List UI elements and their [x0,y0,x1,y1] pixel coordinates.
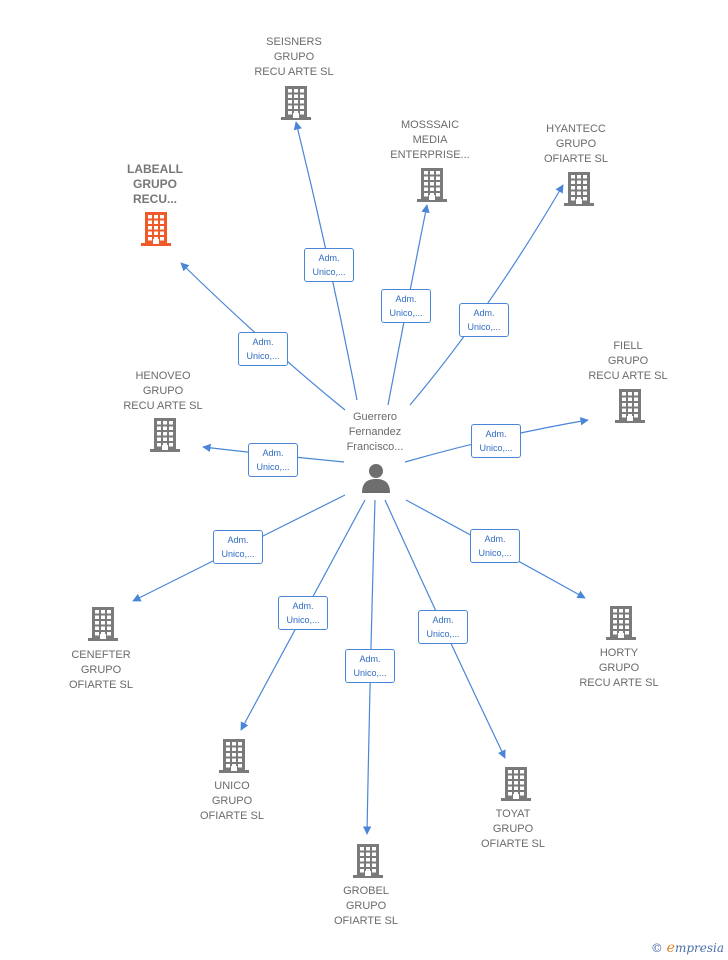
role-box-toyat[interactable]: Adm. Unico,... [418,610,468,644]
brand-watermark: © empresia [651,940,724,956]
company-label-mosssaic[interactable]: MOSSSAIC MEDIA ENTERPRISE... [390,119,470,161]
role-box-mosssaic[interactable]: Adm. Unico,... [381,289,431,323]
building-icon[interactable] [150,418,180,457]
role-box-hyantecc[interactable]: Adm. Unico,... [459,303,509,337]
building-icon[interactable] [606,606,636,645]
role-box-seisners[interactable]: Adm. Unico,... [304,248,354,282]
copyright-symbol: © [650,941,663,955]
person-icon[interactable] [361,462,391,499]
building-icon[interactable] [219,739,249,778]
company-label-seisners[interactable]: SEISNERS GRUPO RECU ARTE SL [254,36,334,78]
building-icon[interactable] [615,389,645,428]
company-label-henoveo[interactable]: HENOVEO GRUPO RECU ARTE SL [123,370,203,412]
company-label-fiell[interactable]: FIELL GRUPO RECU ARTE SL [588,340,668,382]
role-box-unico[interactable]: Adm. Unico,... [278,596,328,630]
role-box-henoveo[interactable]: Adm. Unico,... [248,443,298,477]
company-label-horty[interactable]: HORTY GRUPO RECU ARTE SL [579,647,659,689]
building-icon[interactable] [501,767,531,806]
company-label-hyantecc[interactable]: HYANTECC GRUPO OFIARTE SL [544,123,608,165]
building-icon[interactable] [353,844,383,883]
building-icon[interactable] [281,86,311,125]
company-label-cenefter[interactable]: CENEFTER GRUPO OFIARTE SL [69,649,133,691]
building-icon[interactable] [141,212,171,251]
role-box-grobel[interactable]: Adm. Unico,... [345,649,395,683]
building-icon[interactable] [417,168,447,207]
role-box-fiell[interactable]: Adm. Unico,... [471,424,521,458]
role-box-horty[interactable]: Adm. Unico,... [470,529,520,563]
building-icon[interactable] [564,172,594,211]
company-label-grobel[interactable]: GROBEL GRUPO OFIARTE SL [334,885,398,927]
company-label-toyat[interactable]: TOYAT GRUPO OFIARTE SL [481,808,545,850]
building-icon[interactable] [88,607,118,646]
brand-initial: e [666,940,675,956]
edge-hyantecc [409,184,564,406]
company-label-unico[interactable]: UNICO GRUPO OFIARTE SL [200,780,264,822]
person-name[interactable]: Guerrero Fernandez Francisco... [346,411,404,453]
brand-name: mpresia [674,941,724,955]
company-label-labeall[interactable]: LABEALL GRUPO RECU... [127,162,183,206]
role-box-cenefter[interactable]: Adm. Unico,... [213,530,263,564]
role-box-labeall[interactable]: Adm. Unico,... [238,332,288,366]
